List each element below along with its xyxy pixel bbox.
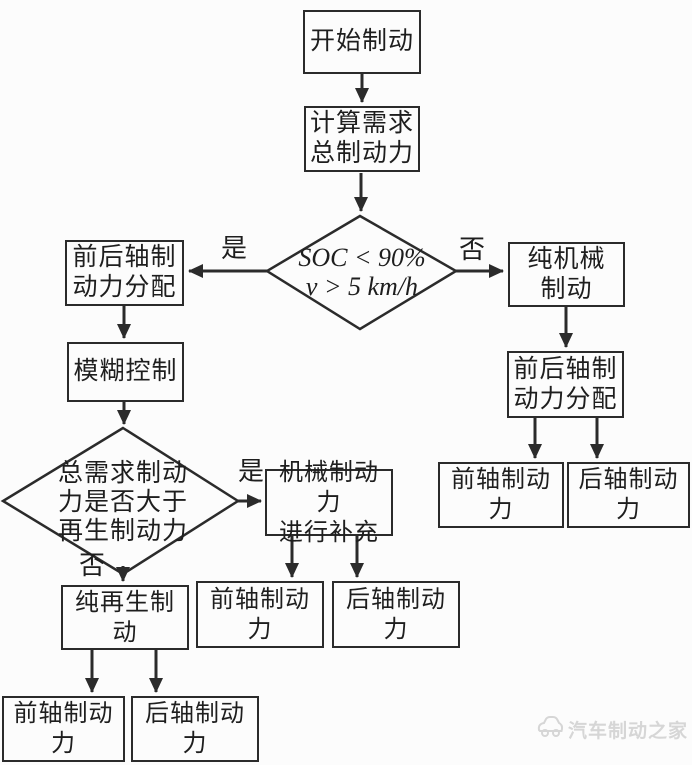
watermark: 汽车制动之家 bbox=[536, 714, 688, 745]
node-rear-axle-force-bottom: 后轴制动力 bbox=[131, 696, 259, 762]
node-front-rear-distribution-left: 前后轴制 动力分配 bbox=[65, 240, 184, 306]
car-icon bbox=[536, 714, 564, 745]
edge-label-demand-yes: 是 bbox=[238, 457, 265, 486]
edge-label-demand-no: 否 bbox=[79, 551, 106, 580]
node-start-braking: 开始制动 bbox=[303, 10, 421, 74]
edge-label-soc-no: 否 bbox=[459, 235, 486, 264]
node-pure-mechanical-braking: 纯机械 制动 bbox=[508, 242, 625, 307]
node-front-axle-force-right: 前轴制动力 bbox=[438, 462, 564, 528]
node-fuzzy-control: 模糊控制 bbox=[67, 342, 184, 402]
node-mechanical-supplement: 机械制动力 进行补充 bbox=[265, 460, 393, 546]
watermark-text: 汽车制动之家 bbox=[568, 721, 689, 742]
node-pure-regenerative-braking: 纯再生制动 bbox=[61, 585, 189, 650]
decision-demand-shape bbox=[0, 426, 241, 576]
decision-soc-shape bbox=[264, 214, 459, 331]
edge-label-soc-yes: 是 bbox=[221, 234, 248, 263]
node-rear-axle-force-mid: 后轴制动力 bbox=[332, 581, 460, 648]
node-rear-axle-force-right: 后轴制动力 bbox=[567, 462, 690, 528]
node-calc-total-force: 计算需求 总制动力 bbox=[304, 106, 420, 172]
node-front-rear-distribution-right: 前后轴制 动力分配 bbox=[507, 351, 624, 418]
node-front-axle-force-bottom: 前轴制动力 bbox=[2, 696, 125, 762]
node-front-axle-force-mid: 前轴制动力 bbox=[196, 581, 324, 648]
